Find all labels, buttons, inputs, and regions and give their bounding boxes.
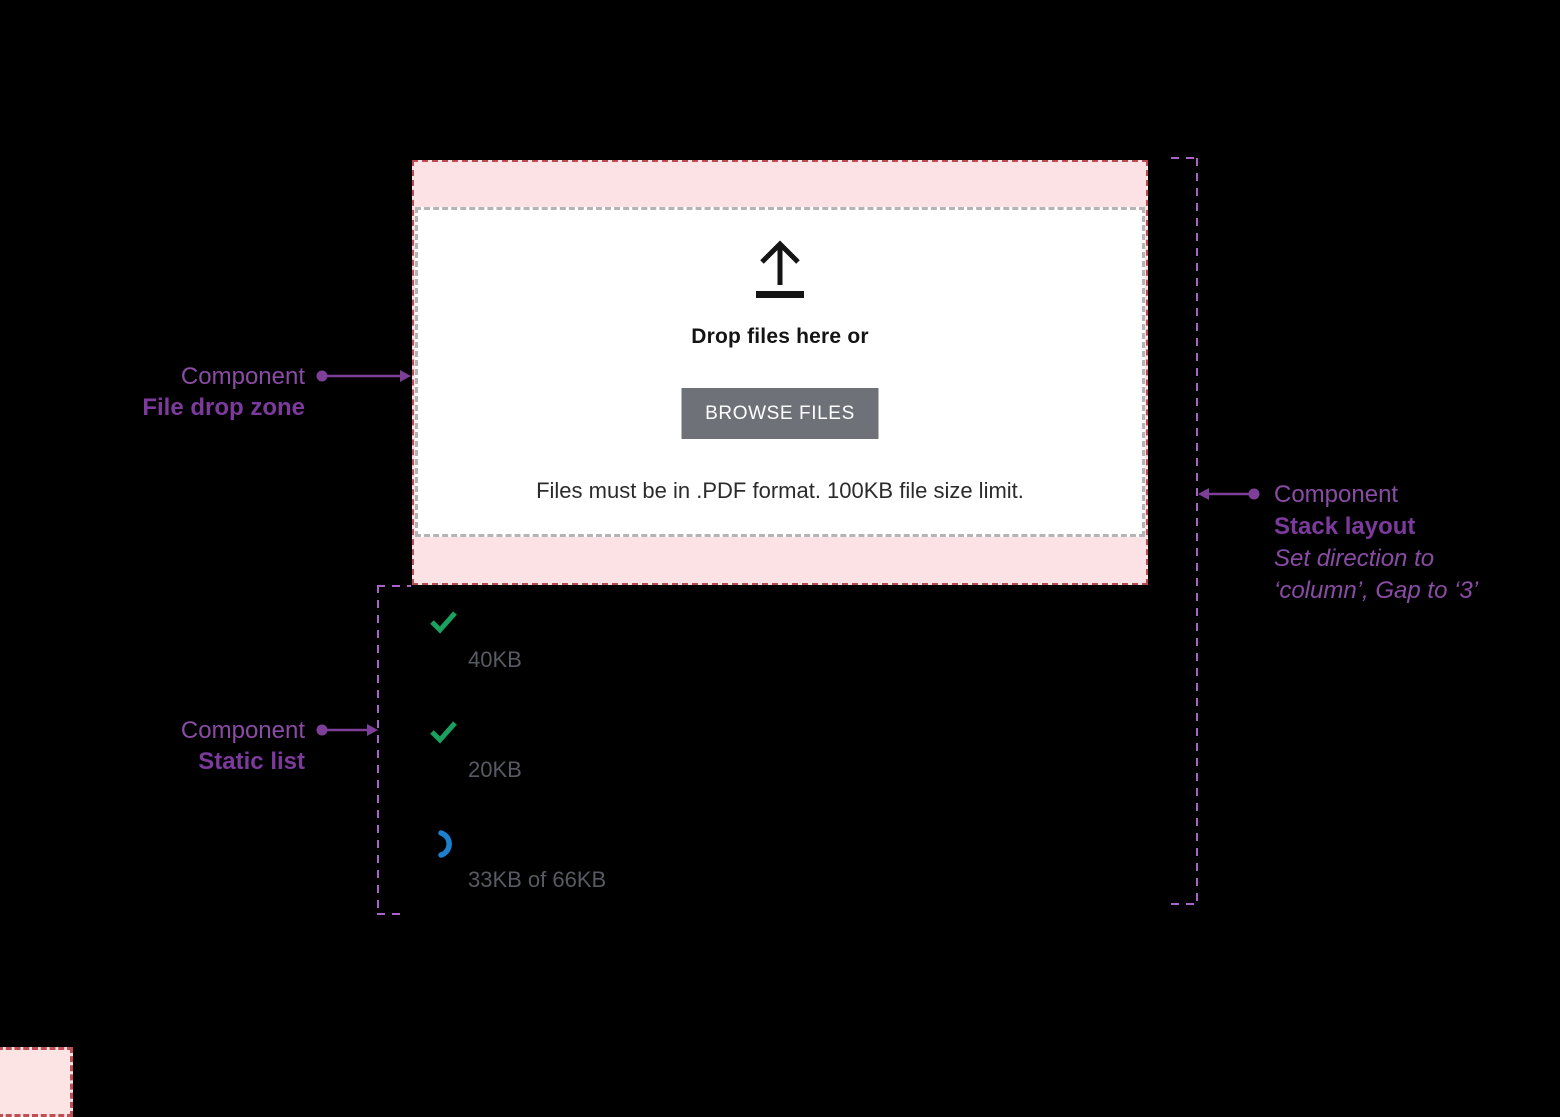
annotation-kind-label: Component xyxy=(180,717,305,744)
file-size-label: 33KB of 66KB xyxy=(468,867,607,892)
stack-layout-outline-top-nub xyxy=(1171,157,1198,159)
file-drop-zone-inner: Drop files here or BROWSE FILES Files mu… xyxy=(415,207,1145,537)
annotation-component-name: File drop zone xyxy=(142,394,305,421)
stack-layout-outline-right xyxy=(1196,158,1198,905)
stack-layout-outline-bottom-nub xyxy=(1171,903,1198,905)
drop-files-title: Drop files here or xyxy=(691,325,869,348)
upload-arrow-icon xyxy=(748,232,812,304)
file-size-label: 40KB xyxy=(468,647,522,672)
annotation-arrow-left-icon xyxy=(1198,488,1260,500)
file-size-label: 20KB xyxy=(468,757,522,782)
static-list-outline-left xyxy=(377,585,379,915)
static-list-outline-bottom-nub xyxy=(377,913,404,915)
annotation-kind-label: Component xyxy=(1274,481,1399,508)
annotation-note-line1: Set direction to xyxy=(1274,545,1435,572)
annotation-note-line2: ‘column’, Gap to ‘3’ xyxy=(1274,577,1479,604)
spinner-icon xyxy=(434,829,456,864)
annotation-component-name: Static list xyxy=(198,748,305,775)
static-list-outline-top-nub xyxy=(377,585,411,587)
check-icon xyxy=(429,610,458,639)
browse-files-button[interactable]: BROWSE FILES xyxy=(681,388,879,439)
annotation-arrow-right-icon xyxy=(316,724,378,736)
file-format-helper-text: Files must be in .PDF format. 100KB file… xyxy=(536,478,1024,503)
annotation-static-list: Component Static list xyxy=(181,715,305,777)
annotation-arrow-right-icon xyxy=(316,370,411,382)
annotation-file-drop-zone: Component File drop zone xyxy=(142,361,305,423)
annotation-kind-label: Component xyxy=(180,363,305,390)
annotation-stack-layout: Component Stack layout Set direction to … xyxy=(1274,479,1478,607)
check-icon xyxy=(429,720,458,749)
annotation-component-name: Stack layout xyxy=(1274,513,1416,540)
file-drop-zone[interactable]: Drop files here or BROWSE FILES Files mu… xyxy=(412,160,1148,585)
pink-swatch xyxy=(0,1047,73,1117)
